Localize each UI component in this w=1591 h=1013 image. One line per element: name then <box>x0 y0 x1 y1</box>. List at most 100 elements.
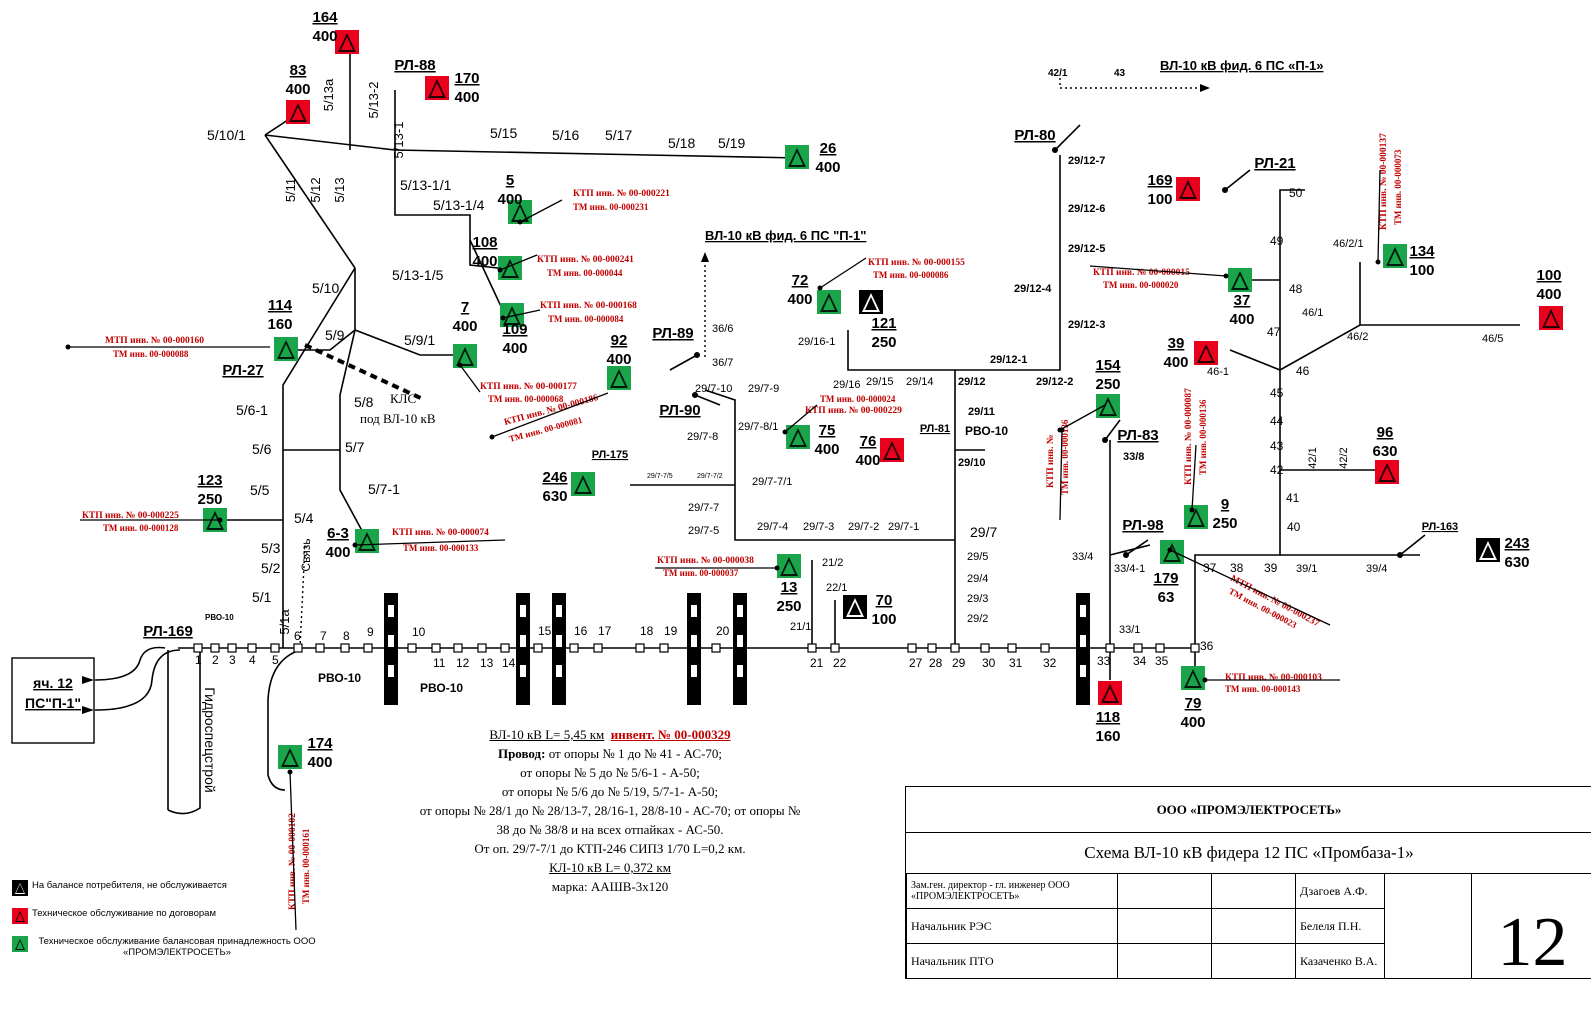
red-triangle-icon <box>12 908 28 924</box>
pole-label: 41 <box>1286 491 1300 505</box>
substation-number: 246 <box>542 469 567 486</box>
pointer-tip <box>782 429 788 435</box>
line-length: ВЛ-10 кВ L= 5,45 км <box>489 727 605 742</box>
pole-label: 6 <box>294 629 301 643</box>
pole-label: 5/8 <box>354 394 374 410</box>
inventory-label: КТП инв. № 00-000221 <box>573 189 670 199</box>
pole-label: 33/1 <box>1119 624 1140 636</box>
disconnector-label: РЛ-98 <box>1122 517 1163 534</box>
pole-label: 29/7-7 <box>688 502 719 514</box>
pole-label: 29/2 <box>967 613 988 625</box>
inventory-label: ТМ инв. 00-000037 <box>663 568 739 578</box>
title-block: ООО «ПРОМЭЛЕКТРОСЕТЬ» Схема ВЛ-10 кВ фид… <box>905 786 1591 981</box>
wire-6: От оп. 29/7-7/1 до КТП-246 СИПЗ 1/70 L=0… <box>474 841 746 856</box>
inventory-label: КТП инв. № 00-000087 <box>1184 388 1194 485</box>
pointer-line <box>1169 549 1331 626</box>
pole-marker <box>500 643 510 653</box>
inventory-label: КТП инв. № 00-000177 <box>480 382 577 392</box>
name-cell: Казаченко В.А. <box>1295 943 1385 979</box>
kls-cable <box>304 343 426 402</box>
pointer-line <box>354 539 506 546</box>
pole-label: 16 <box>574 624 588 638</box>
single-line-diagram: яч. 12 ПС"П-1" Гидроспецстрой Связь КЛС … <box>11 9 1563 931</box>
substation-power: 400 <box>307 754 332 771</box>
switch-pivot <box>1123 552 1129 558</box>
substation-power: 100 <box>1409 262 1434 279</box>
substation-number: 154 <box>1095 357 1121 374</box>
pointer-tip <box>817 285 823 291</box>
pointer-line <box>289 771 297 931</box>
inventory-label: ТМ инв. 00-000136 <box>1060 419 1070 495</box>
pole-label: 5/7 <box>345 439 365 455</box>
pole-label: 5/13-1/5 <box>392 267 444 283</box>
pole-label: 29/12-5 <box>1068 243 1105 255</box>
pole-marker <box>593 643 603 653</box>
substation-number: 13 <box>781 579 798 596</box>
pole-label: 46-1 <box>1207 366 1229 378</box>
pole-label: 43 <box>1270 439 1284 453</box>
disconnector-label: РЛ-169 <box>143 623 193 640</box>
pole-label: 29/15 <box>866 376 894 388</box>
substation-number: 121 <box>871 315 896 332</box>
pole-marker <box>431 643 441 653</box>
inventory-label: ТМ инв. 00-000020 <box>1103 280 1179 290</box>
pointer-tip <box>1202 677 1208 683</box>
pole-label: 5/10 <box>312 280 339 296</box>
pole-label: 18 <box>640 624 654 638</box>
role-cell: Зам.ген. директор - гл. инженер ООО «ПРО… <box>906 873 1118 909</box>
pole-label: 5/18 <box>668 135 695 151</box>
pole-label: 33/4 <box>1072 551 1093 563</box>
inventory-label: КТП инв. № <box>1046 435 1056 488</box>
pole-label: 10 <box>412 625 426 639</box>
pole-label: 5/2 <box>261 560 281 576</box>
legend-item: На балансе потребителя, не обслуживается <box>12 880 322 908</box>
pole-marker <box>1007 643 1017 653</box>
pole-label: 29/7-10 <box>695 383 732 395</box>
pole-label: 29/5 <box>967 551 988 563</box>
pointer-tip <box>1167 547 1173 553</box>
substation-power: 630 <box>1504 554 1529 571</box>
pole-marker <box>1190 643 1200 653</box>
pole-label: 30 <box>982 656 996 670</box>
main-lines <box>94 50 1520 815</box>
pole-label: 5/13-2 <box>366 82 381 119</box>
source-cell <box>11 657 95 744</box>
pole-label: 38 <box>1230 561 1244 575</box>
pole-label: 35 <box>1155 654 1169 668</box>
wire-5: 38 до № 38/8 и на всех отпайках - АС-50. <box>496 822 724 837</box>
pole-label: 42/1 <box>1048 68 1068 79</box>
substation-number: 243 <box>1504 535 1529 552</box>
pointer-tip <box>1375 259 1381 265</box>
switch-blade <box>1399 534 1426 556</box>
pole-label: 2 <box>212 653 219 667</box>
pole-label: 7 <box>320 629 327 643</box>
inventory-label: КТП инв. № 00-000038 <box>657 556 754 566</box>
pole-label: 29 <box>952 656 966 670</box>
substations: 1644008340017040026400540010840010940074… <box>197 9 1563 771</box>
pole-label: 42 <box>1270 463 1284 477</box>
substation-number: 5 <box>506 172 514 189</box>
legend-item: Техническое обслуживание по договорам <box>12 908 322 936</box>
pole-label: 29/12-2 <box>1036 376 1073 388</box>
pole-label: 33/8 <box>1123 451 1144 463</box>
pole-label: 46/2/1 <box>1333 238 1364 250</box>
inventory-label: ТМ инв. 00-000136 <box>1198 399 1208 475</box>
substation-power: 63 <box>1158 589 1175 606</box>
pole-marker <box>363 643 373 653</box>
substation-power: 630 <box>542 488 567 505</box>
wire-label: Провод: <box>497 746 546 761</box>
black-triangle-icon <box>12 880 28 896</box>
pole-label: 5/3 <box>261 540 281 556</box>
cable-length: КЛ-10 кВ L= 0,372 км <box>549 860 671 875</box>
switch-pivot <box>692 392 698 398</box>
cell-label: яч. 12 <box>33 675 73 691</box>
pole-marker <box>980 643 990 653</box>
pole-marker <box>247 643 257 653</box>
pole-label: 8 <box>343 629 350 643</box>
pointer-line <box>819 257 867 289</box>
